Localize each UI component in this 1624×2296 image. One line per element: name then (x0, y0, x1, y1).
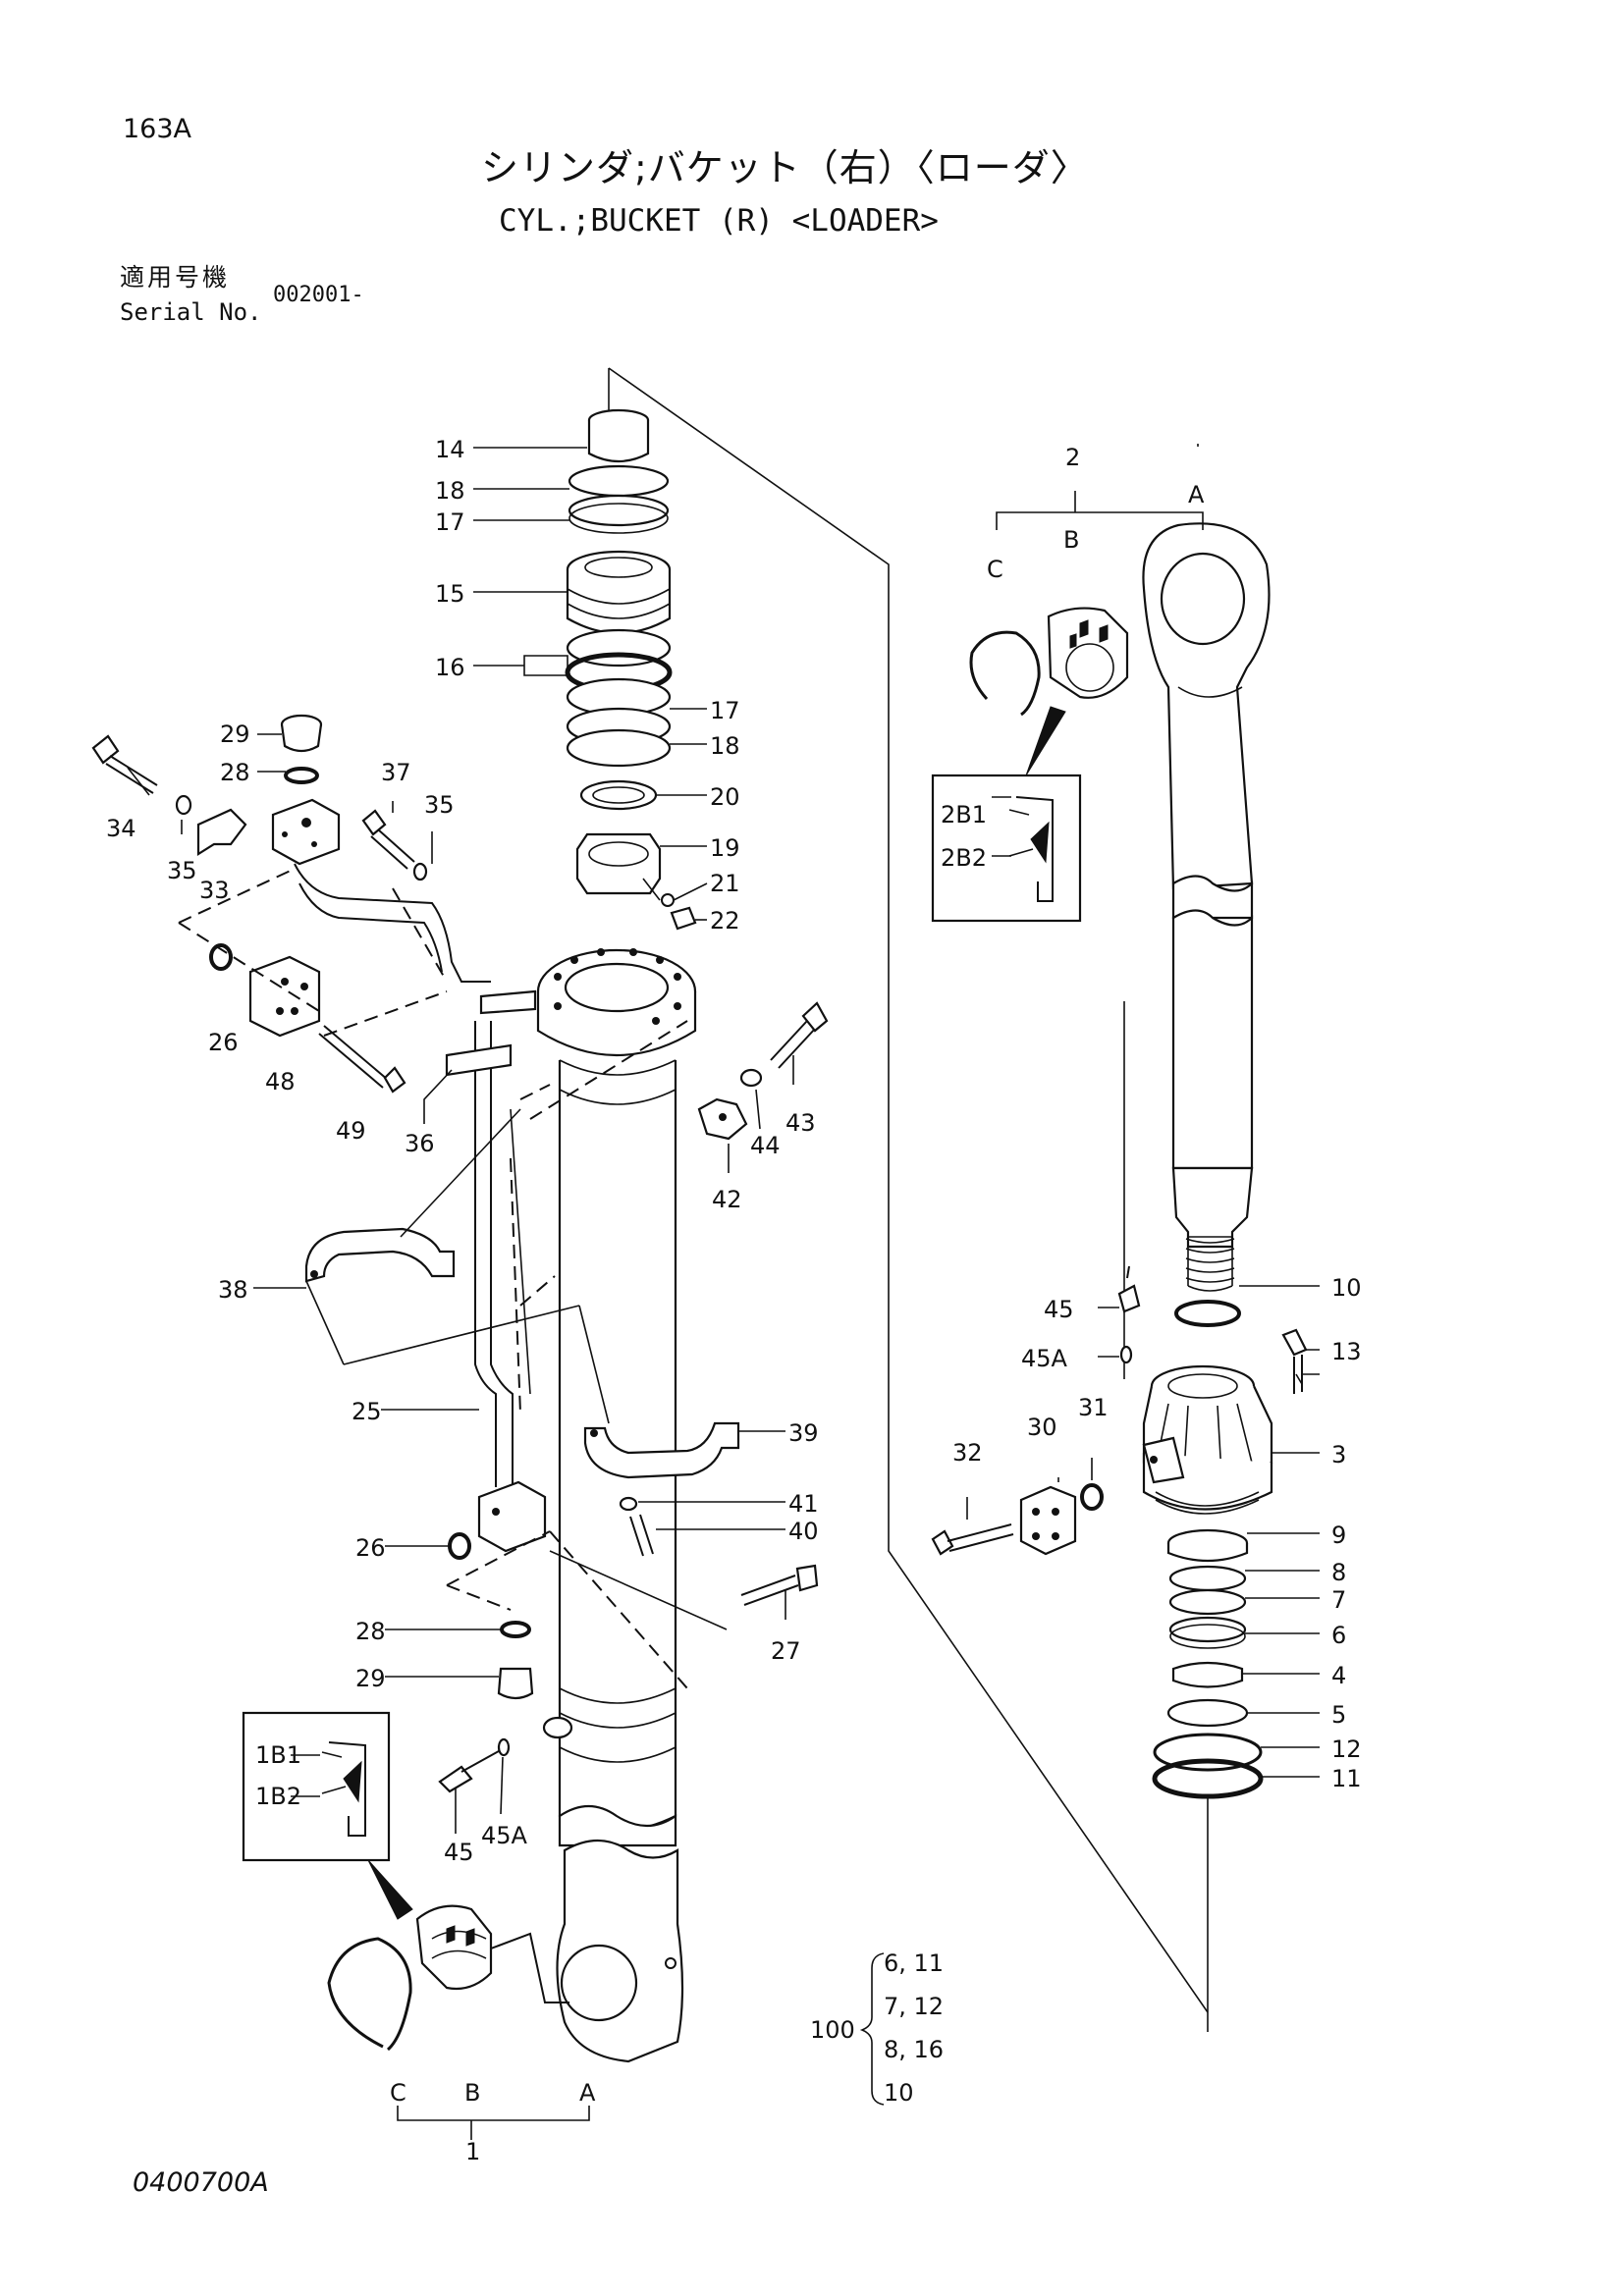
tube-clevis (556, 1840, 684, 2063)
kit-item: 7, 12 (884, 1993, 944, 2020)
kit-item: 10 (884, 2079, 914, 2107)
callout: 19 (710, 834, 740, 862)
callout: 25 (352, 1398, 382, 1425)
callout: 45 (1044, 1296, 1074, 1323)
callout: 36 (405, 1130, 435, 1157)
callout: 8 (1331, 1559, 1346, 1586)
callout: 17 (435, 508, 465, 536)
callout: 33 (199, 877, 230, 904)
callout: 1B2 (255, 1783, 301, 1810)
callout: 34 (106, 815, 136, 842)
document-code: 0400700A (133, 2167, 269, 2198)
piston-rod (1142, 522, 1271, 1292)
callout: 45 (444, 1839, 474, 1866)
callout: 15 (435, 580, 465, 608)
callout: 4 (1331, 1662, 1346, 1689)
callout: 32 (952, 1439, 983, 1467)
serial-label-english: Serial No. (120, 298, 262, 326)
callout: 29 (355, 1665, 386, 1692)
callout: 2B2 (941, 844, 987, 872)
callout: 22 (710, 907, 740, 934)
callout: 26 (208, 1029, 239, 1056)
cylinder-tube (536, 367, 1209, 2013)
callout: 5 (1331, 1701, 1346, 1729)
callout: 9 (1331, 1522, 1346, 1549)
callout: 42 (712, 1186, 742, 1213)
title-japanese: シリンダ;バケット（右）〈ローダ〉 (481, 146, 1089, 189)
callout: 41 (788, 1490, 819, 1518)
callout: 45A (481, 1822, 528, 1849)
kit-number: 100 (810, 2016, 855, 2044)
callout: B (1063, 526, 1079, 554)
callout: 38 (218, 1276, 248, 1304)
callout: 11 (1331, 1765, 1362, 1792)
callout: 21 (710, 870, 740, 897)
leader-lines (181, 447, 1320, 1834)
cylinder-head-group (931, 1265, 1308, 2032)
callout: 18 (435, 477, 465, 505)
callout-labels: 14 18 17 15 16 17 18 20 19 21 22 29 28 3… (106, 436, 1362, 2165)
callout: 35 (167, 857, 197, 884)
page-id: 163A (123, 114, 192, 144)
callout: 16 (435, 654, 465, 681)
callout: 45A (1021, 1345, 1068, 1372)
kit-item: 6, 11 (884, 1949, 944, 1977)
callout: 43 (785, 1109, 816, 1137)
kit-100-group: 100 6, 11 7, 12 8, 16 10 (810, 1949, 944, 2107)
callout: 3 (1331, 1441, 1346, 1468)
callout: 10 (1331, 1274, 1362, 1302)
callout: 28 (355, 1618, 386, 1645)
callout: 12 (1331, 1735, 1362, 1763)
piping-assembly (91, 714, 829, 1793)
callout: 49 (336, 1117, 366, 1145)
gland-parts-stack (565, 408, 697, 931)
callout: 2 (1065, 444, 1080, 471)
callout: 30 (1027, 1414, 1057, 1441)
title-english: CYL.;BUCKET (R) <LOADER> (499, 203, 939, 239)
callout: A (1188, 481, 1205, 508)
callout: 2B1 (941, 801, 987, 828)
callout: 14 (435, 436, 465, 463)
callout: 1B1 (255, 1741, 301, 1769)
callout: 27 (771, 1637, 801, 1665)
callout: 1 (465, 2138, 480, 2165)
callout: 28 (220, 759, 250, 786)
callout: 35 (424, 791, 455, 819)
callout: 40 (788, 1518, 819, 1545)
rod-pin-parts-left (242, 1711, 590, 2140)
callout: C (987, 556, 1003, 583)
callout: 37 (381, 759, 411, 786)
callout: B (464, 2079, 480, 2107)
callout: 17 (710, 697, 740, 724)
callout: 20 (710, 783, 740, 811)
kit-item: 8, 16 (884, 2036, 944, 2063)
callout: 18 (710, 732, 740, 760)
callout: 26 (355, 1534, 386, 1562)
callout: 29 (220, 721, 250, 748)
rod-pin-parts-right (931, 444, 1204, 1379)
callout: 44 (750, 1132, 781, 1159)
callout: 6 (1331, 1622, 1346, 1649)
callout: A (579, 2079, 596, 2107)
callout: 31 (1078, 1394, 1109, 1421)
callout: 48 (265, 1068, 296, 1095)
callout: C (390, 2079, 406, 2107)
serial-label-japanese: 適用号機 (120, 263, 231, 292)
callout: 7 (1331, 1586, 1346, 1614)
serial-value: 002001- (273, 283, 364, 307)
callout: 13 (1331, 1338, 1362, 1365)
callout: 39 (788, 1419, 819, 1447)
